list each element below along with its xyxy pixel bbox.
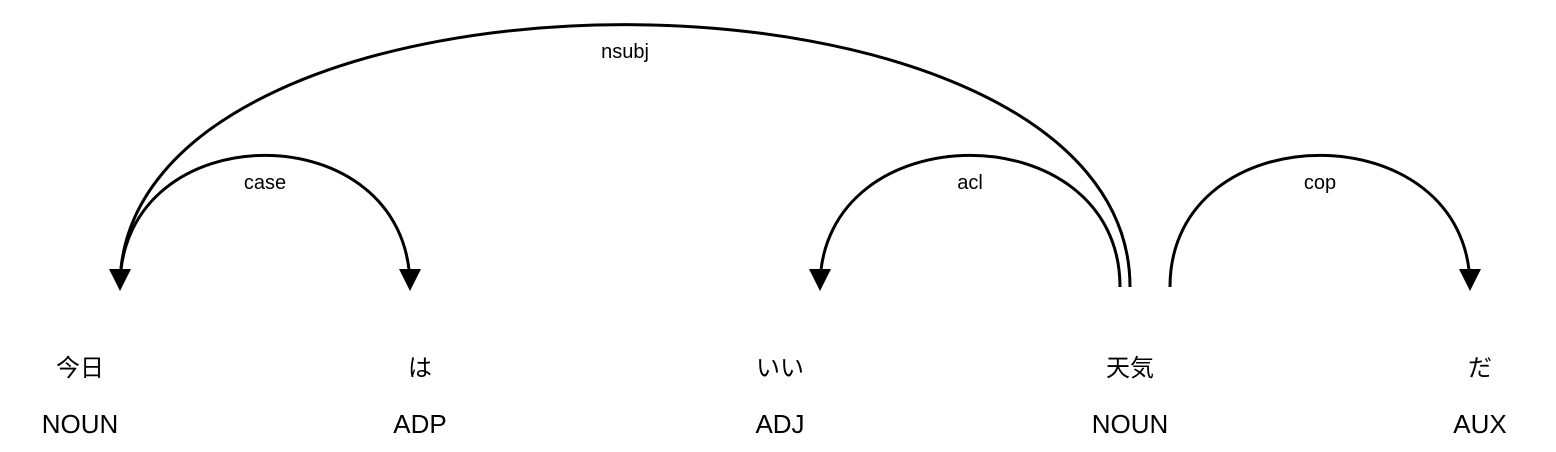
arc-cop: cop xyxy=(1168,153,1481,291)
token-pos-tag: AUX xyxy=(1453,409,1506,439)
token-word: 天気 xyxy=(1106,354,1154,382)
arc-line xyxy=(1168,153,1472,288)
arc-label: acl xyxy=(957,172,983,194)
token-pos-tag: NOUN xyxy=(1092,409,1169,439)
token-0: 今日 NOUN xyxy=(42,354,119,439)
token-word: いい xyxy=(756,354,804,382)
arrow-head-icon xyxy=(809,269,831,291)
token-pos-tag: ADJ xyxy=(755,409,804,439)
token-pos-tag: NOUN xyxy=(42,409,119,439)
tokens-layer: 今日 NOUN は ADP いい ADJ 天気 NOUN だ AUX xyxy=(42,354,1507,439)
token-word: は xyxy=(408,354,432,382)
arc-line xyxy=(818,153,1122,288)
arcs-layer: nsubj case acl cop xyxy=(109,23,1481,291)
token-word: 今日 xyxy=(56,354,104,382)
token-4: だ AUX xyxy=(1453,354,1506,439)
arc-nsubj: nsubj xyxy=(109,23,1132,291)
arc-label: nsubj xyxy=(601,41,649,63)
arc-line xyxy=(118,153,412,288)
arrow-head-icon xyxy=(1459,269,1481,291)
token-2: いい ADJ xyxy=(755,354,804,439)
arc-line xyxy=(118,23,1132,288)
arc-case: case xyxy=(118,153,421,291)
token-pos-tag: ADP xyxy=(393,409,446,439)
token-3: 天気 NOUN xyxy=(1092,354,1169,439)
token-1: は ADP xyxy=(393,354,446,439)
arc-label: cop xyxy=(1304,172,1336,194)
arc-acl: acl xyxy=(809,153,1122,291)
arc-label: case xyxy=(244,172,286,194)
arrow-head-icon xyxy=(399,269,421,291)
token-word: だ xyxy=(1468,354,1492,382)
